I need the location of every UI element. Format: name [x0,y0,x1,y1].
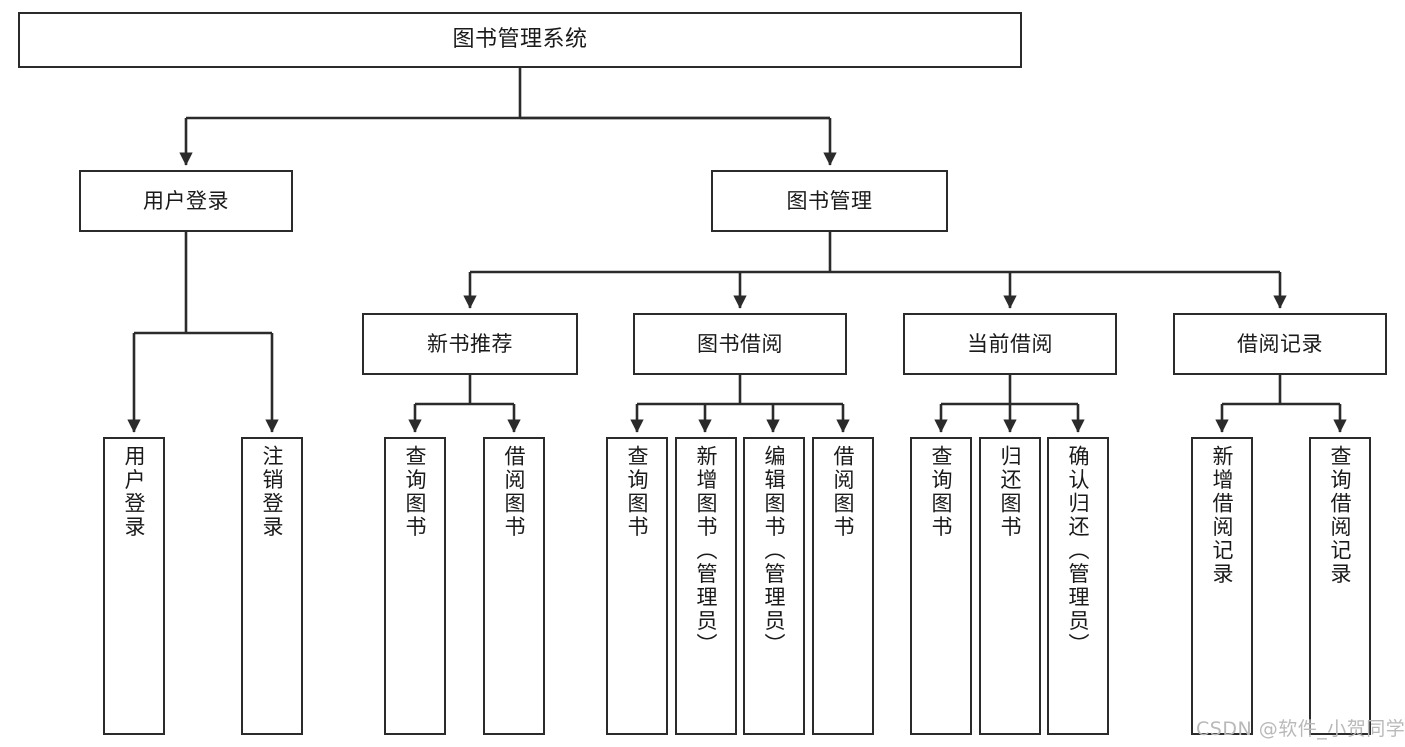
leaf-label: 查询图书 [403,445,428,539]
node-book-borrow-label: 图书借阅 [697,331,783,356]
leaf-current-borrow-query[interactable]: 查询图书 [910,437,972,735]
leaf-label: 用户登录 [122,445,147,539]
leaf-new-book-borrow[interactable]: 借阅图书 [483,437,545,735]
node-user-login-label: 用户登录 [143,188,229,213]
node-root-label: 图书管理系统 [452,27,588,53]
leaf-label: 注销登录 [260,445,285,539]
node-new-book-recommend-label: 新书推荐 [427,331,513,356]
leaf-label: 确认归还（管理员） [1066,445,1091,657]
node-root[interactable]: 图书管理系统 [18,12,1022,68]
leaf-user-login-logout[interactable]: 注销登录 [241,437,303,735]
node-book-management-label: 图书管理 [786,188,873,213]
leaf-current-borrow-confirm[interactable]: 确认归还（管理员） [1047,437,1109,735]
leaf-book-borrow-edit[interactable]: 编辑图书（管理员） [743,437,805,735]
node-book-borrow[interactable]: 图书借阅 [633,313,847,375]
leaf-label: 借阅图书 [831,445,856,539]
leaf-borrow-record-add[interactable]: 新增借阅记录 [1191,437,1253,735]
leaf-book-borrow-add[interactable]: 新增图书（管理员） [675,437,737,735]
node-book-management[interactable]: 图书管理 [711,170,948,232]
leaf-label: 查询图书 [929,445,954,539]
node-current-borrow[interactable]: 当前借阅 [903,313,1117,375]
leaf-label: 编辑图书（管理员） [762,445,787,657]
leaf-label: 归还图书 [998,445,1023,539]
leaf-label: 查询借阅记录 [1328,445,1353,586]
node-new-book-recommend[interactable]: 新书推荐 [362,313,578,375]
leaf-label: 新增借阅记录 [1210,445,1235,586]
node-current-borrow-label: 当前借阅 [967,331,1053,356]
node-user-login[interactable]: 用户登录 [79,170,293,232]
watermark: CSDN @软件_小贺同学 [1196,718,1405,740]
node-borrow-record-label: 借阅记录 [1237,331,1323,356]
leaf-borrow-record-query[interactable]: 查询借阅记录 [1309,437,1371,735]
leaf-label: 新增图书（管理员） [694,445,719,657]
leaf-current-borrow-return[interactable]: 归还图书 [979,437,1041,735]
leaf-book-borrow-borrow[interactable]: 借阅图书 [812,437,874,735]
leaf-book-borrow-query[interactable]: 查询图书 [606,437,668,735]
leaf-new-book-query[interactable]: 查询图书 [384,437,446,735]
leaf-user-login-login[interactable]: 用户登录 [103,437,165,735]
node-borrow-record[interactable]: 借阅记录 [1173,313,1387,375]
leaf-label: 借阅图书 [502,445,527,539]
leaf-label: 查询图书 [625,445,650,539]
